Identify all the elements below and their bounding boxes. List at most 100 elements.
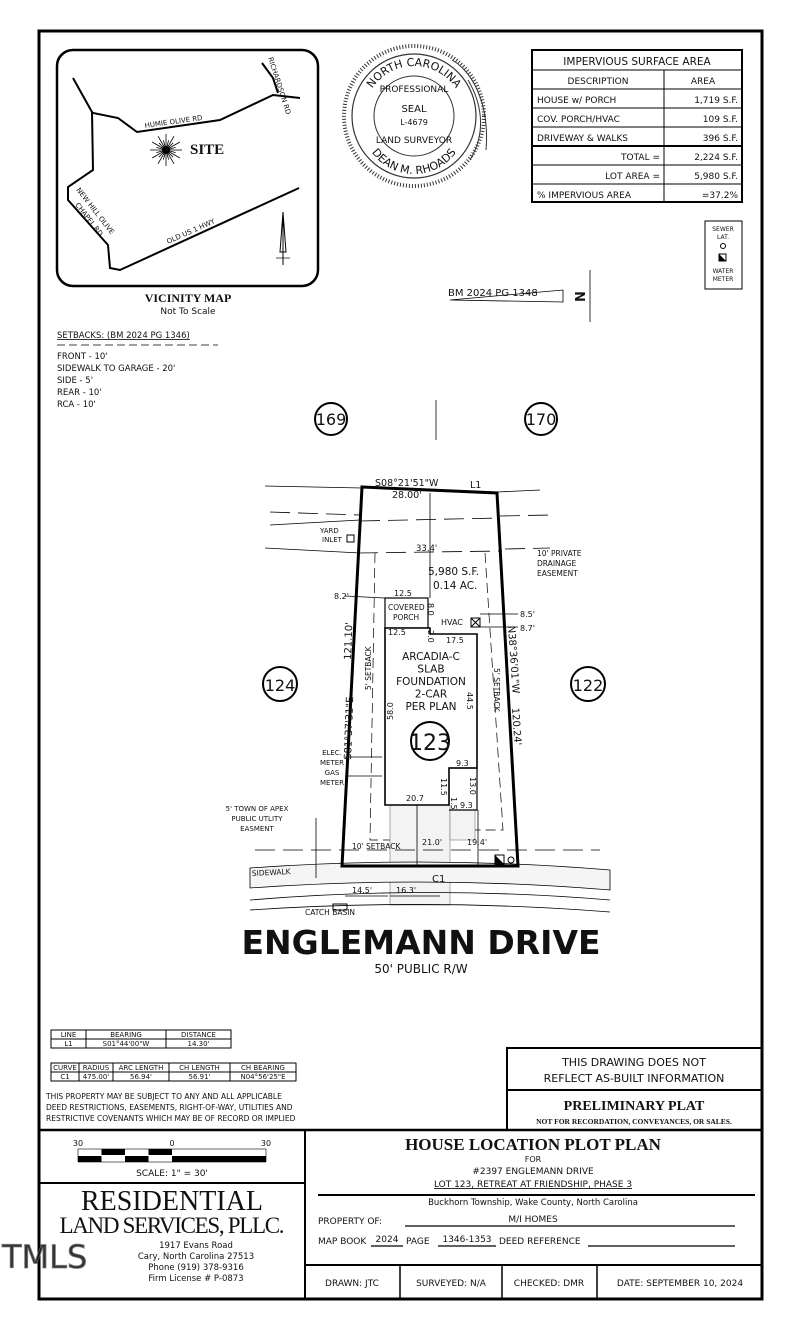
north-arrow-icon: N bbox=[449, 270, 591, 322]
table-cell: 475.00' bbox=[83, 1073, 109, 1081]
svg-text:FOR: FOR bbox=[525, 1155, 542, 1164]
plan-label: 14.5' bbox=[352, 886, 372, 895]
table-header: ARC LENGTH bbox=[119, 1064, 164, 1072]
table-cell: C1 bbox=[60, 1073, 69, 1081]
road-label: OLD US 1 HWY bbox=[166, 217, 217, 246]
table-header: DISTANCE bbox=[181, 1031, 216, 1039]
svg-text:30: 30 bbox=[261, 1139, 271, 1148]
scale-label: SCALE: 1" = 30' bbox=[136, 1169, 208, 1179]
scale-outline bbox=[77, 1148, 267, 1163]
plan-label: EASEMENT bbox=[537, 569, 578, 578]
plan-label: SIDEWALK bbox=[252, 867, 292, 878]
table-cell: LOT AREA = bbox=[605, 172, 660, 182]
plan-label: 21.0' bbox=[422, 838, 442, 847]
right-of-way-label: 50' PUBLIC R/W bbox=[374, 962, 467, 976]
table-cell: HOUSE w/ PORCH bbox=[537, 96, 616, 106]
preliminary-title: PRELIMINARY PLAT bbox=[564, 1099, 705, 1114]
table-cell: 56.94' bbox=[130, 1073, 152, 1081]
plan-label: 33.4' bbox=[416, 544, 437, 554]
svg-text:PROPERTY OF:: PROPERTY OF: bbox=[318, 1217, 382, 1227]
plan-label: PORCH bbox=[393, 613, 419, 622]
plan-label: CATCH BASIN bbox=[305, 908, 355, 917]
house-label: FOUNDATION bbox=[396, 676, 466, 688]
sewer-cleanout-icon bbox=[720, 243, 726, 249]
table-header: CURVE bbox=[53, 1064, 77, 1072]
table-header: DESCRIPTION bbox=[568, 77, 629, 87]
house-label: 2-CAR bbox=[415, 689, 447, 701]
scale-segment bbox=[125, 1156, 149, 1162]
scale-bar bbox=[77, 1148, 267, 1163]
plan-label: 5' SETBACK bbox=[364, 645, 373, 690]
disclaimer-line: DEED RESTRICTIONS, EASEMENTS, RIGHT-OF-W… bbox=[46, 1103, 293, 1112]
table-header: CH LENGTH bbox=[179, 1064, 220, 1072]
plan-label: 8.5' bbox=[520, 610, 535, 619]
svg-text:N: N bbox=[574, 291, 589, 302]
plan-label: 20.7 bbox=[406, 794, 424, 803]
table-header: RADIUS bbox=[83, 1064, 110, 1072]
plan-label: INLET bbox=[322, 536, 343, 544]
table-cell: 109 S.F. bbox=[703, 115, 738, 125]
table-cell: 56.91' bbox=[189, 1073, 211, 1081]
map-page: 1346-1353 bbox=[442, 1235, 491, 1245]
table-cell: TOTAL = bbox=[620, 153, 660, 163]
surveyor-seal: NORTH CAROLINA DEAN M. RHOADS PROFESSION… bbox=[342, 44, 488, 188]
plan-label: COVERED bbox=[388, 603, 425, 612]
setback-item: RCA - 10' bbox=[57, 400, 96, 410]
yard-inlet-icon bbox=[346, 534, 355, 543]
plan-label: PUBLIC UTLITY bbox=[231, 815, 283, 823]
svg-text:WATER: WATER bbox=[713, 268, 734, 275]
scale-segment bbox=[172, 1156, 266, 1162]
svg-text:DEED REFERENCE: DEED REFERENCE bbox=[499, 1237, 581, 1247]
table-border bbox=[531, 49, 743, 203]
svg-text:Cary, North Carolina 27513: Cary, North Carolina 27513 bbox=[138, 1252, 254, 1262]
vicinity-map-title: VICINITY MAP bbox=[145, 291, 232, 305]
house-label: PER PLAN bbox=[405, 701, 456, 713]
svg-text:LAT.: LAT. bbox=[717, 234, 729, 241]
starburst-center bbox=[162, 146, 170, 154]
asbuilt-note: THIS DRAWING DOES NOT bbox=[561, 1056, 706, 1069]
plan-label: 58.0 bbox=[386, 702, 395, 720]
table-cell: COV. PORCH/HVAC bbox=[537, 115, 620, 125]
plan-label: L1 bbox=[470, 480, 481, 491]
plan-label: S81°37'31"E bbox=[343, 697, 356, 761]
property-owner: M/I HOMES bbox=[508, 1215, 558, 1225]
setback-item: SIDE - 5' bbox=[57, 376, 93, 386]
table-cell: N04°56'25"E bbox=[240, 1073, 285, 1081]
adjacent-lot-number: 169 bbox=[316, 410, 347, 429]
plan-label: 17.5 bbox=[446, 636, 464, 645]
svg-text:PAGE: PAGE bbox=[406, 1237, 430, 1247]
table-cell: 5,980 S.F. bbox=[694, 172, 738, 182]
table-header: LINE bbox=[61, 1031, 77, 1039]
plan-label: 1.5 bbox=[449, 797, 458, 810]
svg-text:1917 Evans Road: 1917 Evans Road bbox=[159, 1241, 233, 1251]
disclaimer-line: THIS PROPERTY MAY BE SUBJECT TO ANY AND … bbox=[45, 1092, 282, 1101]
plan-label: 8.7' bbox=[520, 624, 535, 633]
vicinity-map-subtitle: Not To Scale bbox=[160, 307, 216, 317]
adjacent-lot-number: 124 bbox=[265, 676, 296, 695]
plan-label: 5' TOWN OF APEX bbox=[226, 805, 289, 813]
house-label: ARCADIA-C bbox=[402, 651, 460, 663]
plan-label: 8.2' bbox=[334, 592, 349, 601]
plan-label: 11.5 bbox=[439, 778, 448, 796]
catch-basin-icon bbox=[332, 903, 348, 911]
scale-segment bbox=[78, 1156, 102, 1162]
setbacks-title: SETBACKS: (BM 2024 PG 1346) bbox=[57, 331, 190, 341]
plan-label: ELEC. bbox=[322, 749, 342, 757]
svg-text:30: 30 bbox=[73, 1139, 83, 1148]
scale-segment bbox=[148, 1149, 172, 1155]
township: Buckhorn Township, Wake County, North Ca… bbox=[428, 1198, 638, 1208]
table-cell: DRIVEWAY & WALKS bbox=[537, 134, 628, 144]
north-arrow-icon bbox=[276, 211, 290, 265]
disclaimer-line: RESTRICTIVE COVENANTS WHICH MAY BE OF RE… bbox=[46, 1114, 296, 1123]
preliminary-note: NOT FOR RECORDATION, CONVEYANCES, OR SAL… bbox=[536, 1117, 732, 1126]
plan-label: 13.0 bbox=[468, 777, 477, 795]
plan-label: HVAC bbox=[441, 618, 463, 627]
lot-plan bbox=[249, 400, 611, 913]
svg-text:DEAN M. RHOADS: DEAN M. RHOADS bbox=[369, 146, 458, 177]
svg-text:L-4679: L-4679 bbox=[400, 118, 428, 127]
lot-number: 123 bbox=[409, 731, 451, 756]
site-label: SITE bbox=[190, 142, 224, 158]
